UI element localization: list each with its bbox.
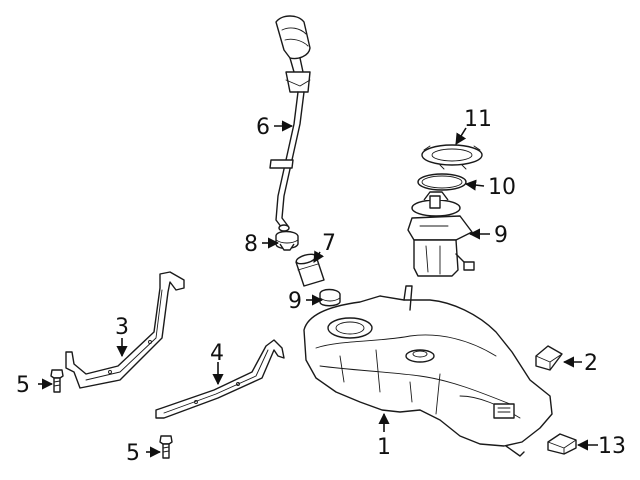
callout-10: 9 bbox=[494, 223, 508, 248]
seal-ring bbox=[417, 173, 467, 191]
callout-11: 10 bbox=[488, 175, 516, 200]
bolt-left bbox=[50, 369, 64, 393]
callout-6: 6 bbox=[256, 115, 270, 140]
filler-pipe bbox=[269, 15, 311, 232]
callout-2: 2 bbox=[584, 351, 598, 376]
tank-strap-left bbox=[65, 271, 185, 389]
callout-5-lower: 5 bbox=[126, 441, 140, 466]
callout-5-left: 5 bbox=[16, 373, 30, 398]
callout-4: 4 bbox=[210, 341, 224, 366]
callout-7: 7 bbox=[322, 231, 336, 256]
pad-lower bbox=[547, 433, 577, 455]
pad-upper bbox=[535, 345, 563, 371]
fuel-tank bbox=[303, 285, 553, 457]
hose-clamp-lower bbox=[319, 288, 341, 307]
callout-3: 3 bbox=[115, 315, 129, 340]
bolt-lower bbox=[159, 435, 173, 459]
tank-strap-right bbox=[155, 339, 285, 419]
callout-9: 9 bbox=[288, 289, 302, 314]
callout-13: 13 bbox=[598, 434, 626, 459]
callout-1: 1 bbox=[377, 435, 391, 460]
lock-ring bbox=[421, 144, 483, 170]
callout-8: 8 bbox=[244, 232, 258, 257]
callout-labels: 6 8 7 9 11 10 9 3 4 5 5 1 2 13 bbox=[16, 107, 626, 466]
hose-clamp-upper bbox=[275, 230, 299, 251]
connector-hose bbox=[295, 253, 325, 287]
fuel-pump-module bbox=[407, 191, 475, 277]
callout-12: 11 bbox=[464, 107, 492, 132]
leader-lines bbox=[38, 120, 598, 458]
